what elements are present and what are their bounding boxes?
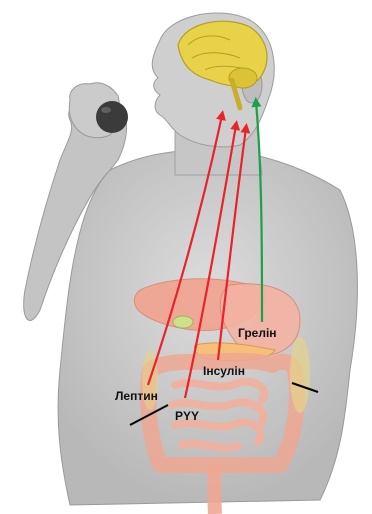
gallbladder — [173, 316, 193, 328]
apple — [96, 101, 128, 133]
insulin-label: Інсулін — [203, 364, 245, 378]
rectum — [214, 465, 215, 514]
ghrelin-label: Грелін — [238, 326, 277, 340]
pyy-label: PYY — [175, 409, 199, 423]
leptin-label: Лептин — [115, 389, 158, 403]
kidney-right — [290, 337, 310, 413]
